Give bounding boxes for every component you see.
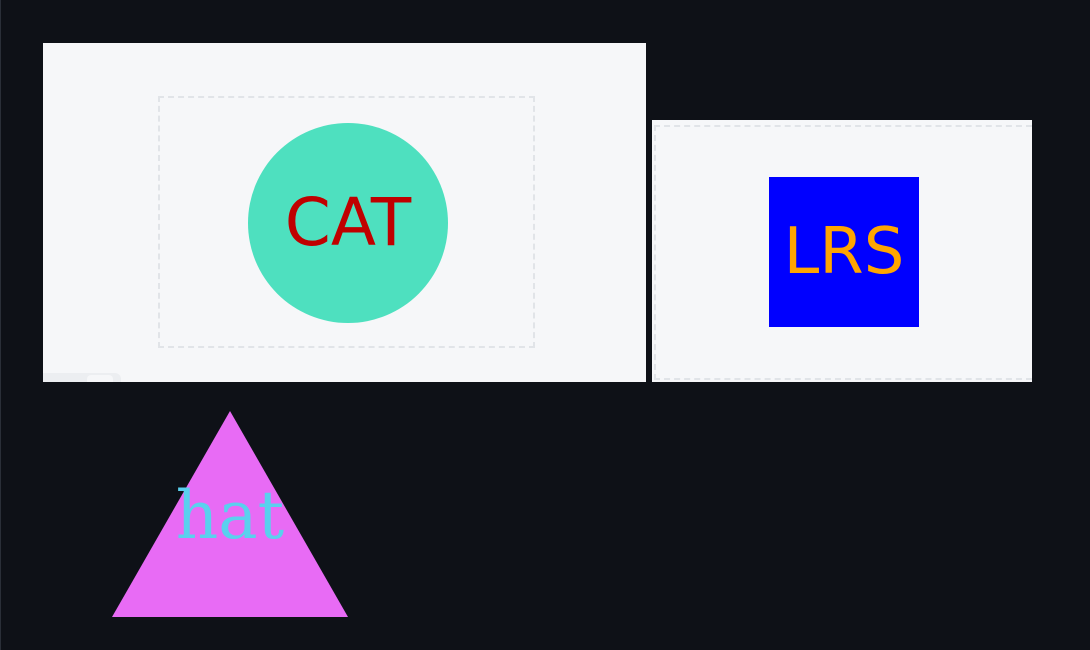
square-label: LRS [783,215,905,289]
panel-corner-tab-handle [87,375,113,382]
window-left-edge [0,0,1,650]
square-shape[interactable]: LRS [769,177,919,327]
selection-frame [654,125,1032,380]
circle-shape[interactable]: CAT [248,123,448,323]
triangle-label: hat [175,477,285,554]
panel-corner-tab [43,373,121,382]
selection-frame [158,96,535,348]
canvas-panel-circle: CAT [43,43,646,382]
triangle-shape[interactable]: hat [112,411,348,617]
triangle-graphic [112,411,348,617]
circle-label: CAT [284,184,412,261]
canvas-panel-square: LRS [652,120,1032,382]
